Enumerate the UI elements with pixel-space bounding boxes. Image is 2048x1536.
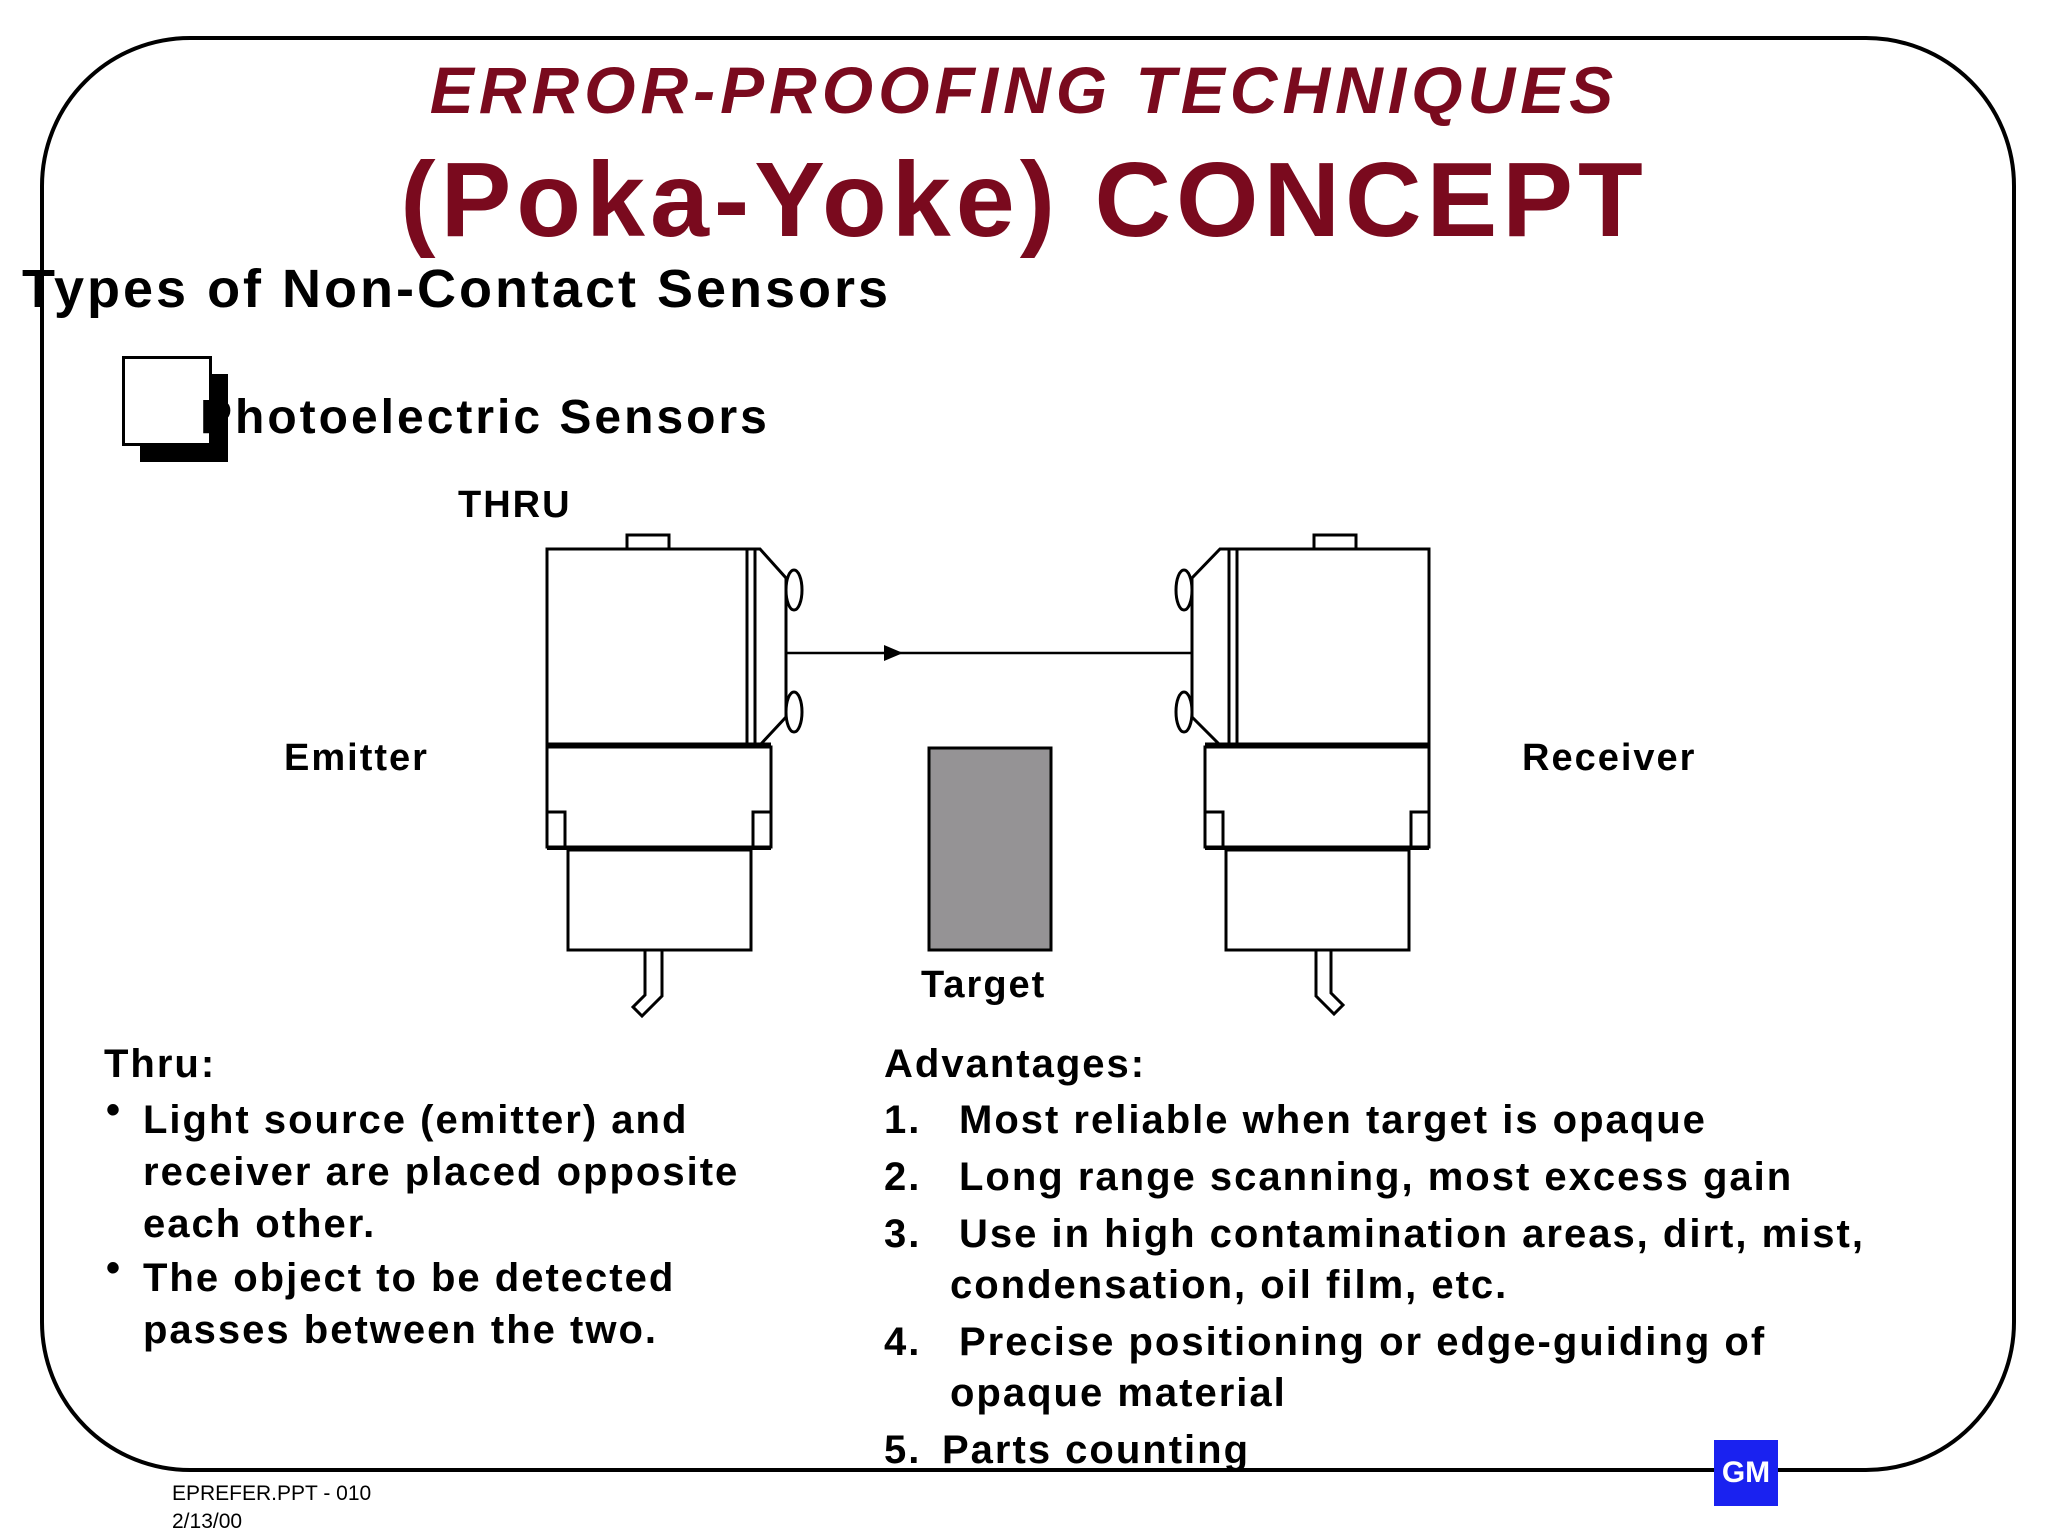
section-heading: Photoelectric Sensors: [200, 391, 770, 444]
emitter-label: Emitter: [284, 737, 429, 779]
item-line: condensation, oil film, etc.: [950, 1263, 1509, 1307]
advantages-heading: Advantages:: [884, 1042, 1147, 1086]
section-bullet-icon: [122, 356, 228, 462]
thru-heading: Thru:: [104, 1042, 217, 1086]
bullet-line: Light source (emitter) and: [143, 1098, 689, 1142]
bullet-icon: •: [106, 1088, 121, 1132]
bullet-line: each other.: [143, 1202, 377, 1246]
slide-frame: [40, 36, 2016, 1472]
mode-label-thru: THRU: [458, 484, 572, 526]
target-label: Target: [921, 964, 1047, 1006]
footer-file: EPREFER.PPT - 010: [172, 1482, 372, 1505]
item-number: 2.: [884, 1155, 922, 1199]
item-line: Use in high contamination areas, dirt, m…: [959, 1212, 1865, 1256]
item-line: opaque material: [950, 1371, 1287, 1415]
subtitle: Types of Non-Contact Sensors: [22, 259, 892, 319]
bullet-line: The object to be detected: [143, 1256, 676, 1300]
beam-arrow-icon: [884, 645, 903, 661]
emitter-sensor: [545, 533, 804, 1019]
item-line: Precise positioning or edge-guiding of: [959, 1320, 1767, 1364]
item-number: 4.: [884, 1320, 922, 1364]
bullet-line: receiver are placed opposite: [143, 1150, 740, 1194]
item-number: 1.: [884, 1098, 922, 1142]
receiver-sensor: [1174, 533, 1431, 1017]
footer-date: 2/13/00: [172, 1510, 243, 1533]
item-number: 5.: [884, 1428, 922, 1472]
target-block: [927, 746, 1053, 952]
gm-logo: GM: [1714, 1440, 1778, 1506]
item-line: Long range scanning, most excess gain: [959, 1155, 1794, 1199]
bullet-line: passes between the two.: [143, 1308, 659, 1352]
bullet-icon: •: [106, 1246, 121, 1290]
title-line-1: ERROR-PROOFING TECHNIQUES: [429, 53, 1619, 127]
item-line: Parts counting: [942, 1428, 1251, 1472]
title-line-2: (Poka-Yoke) CONCEPT: [400, 141, 1648, 259]
thru-beam-diagram: [545, 533, 1431, 1019]
item-line: Most reliable when target is opaque: [959, 1098, 1707, 1142]
item-number: 3.: [884, 1212, 922, 1256]
receiver-label: Receiver: [1522, 737, 1697, 779]
